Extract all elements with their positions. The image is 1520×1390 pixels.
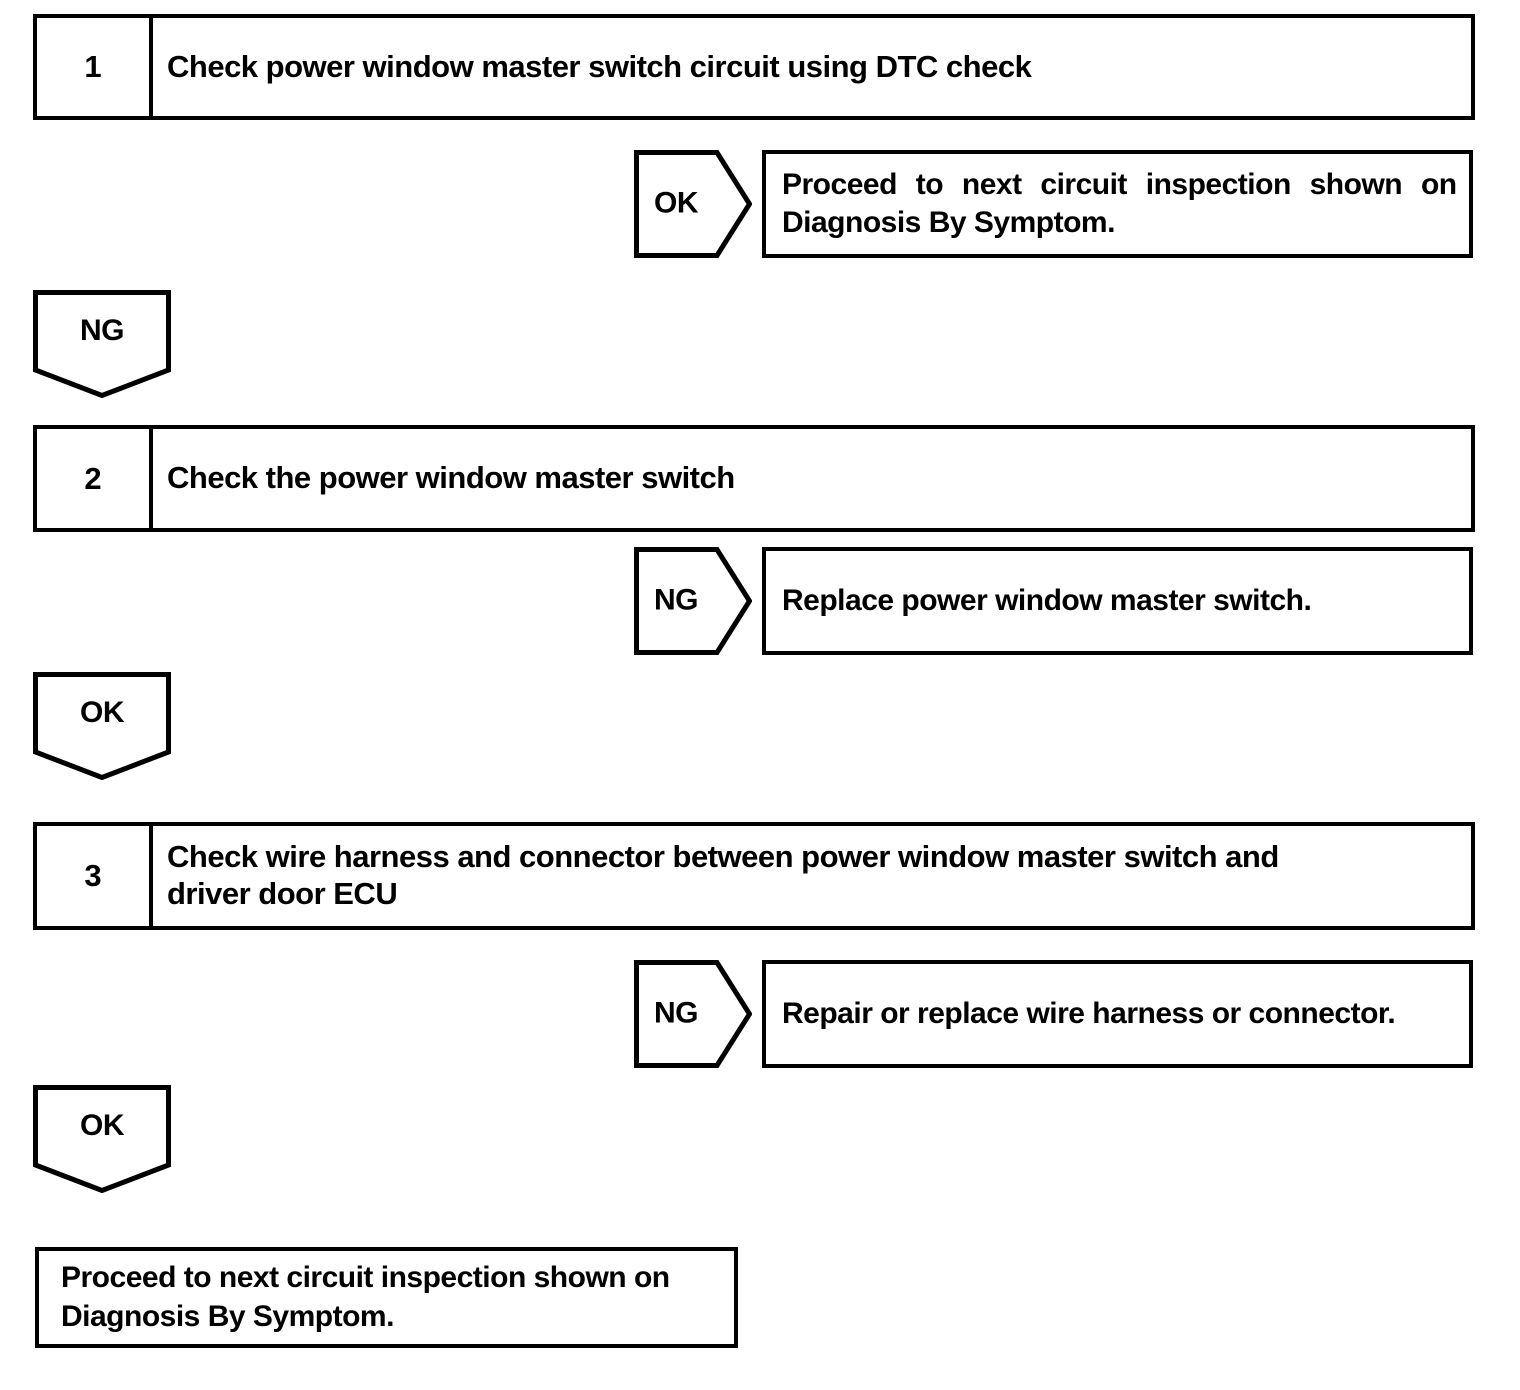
result-box-step-2-ng: Replace power window master switch.: [762, 547, 1473, 655]
right-arrow-pentagon-icon: [634, 150, 752, 258]
down-arrow-pentagon-icon: [33, 1085, 171, 1193]
step-2-title: Check the power window master switch: [153, 429, 1471, 528]
right-arrow-pentagon-icon: [634, 547, 752, 655]
result-line: Diagnosis By Symptom.: [782, 206, 1115, 239]
ok-connector-label: OK: [80, 696, 125, 729]
step-1-title: Check power window master switch circuit…: [153, 18, 1471, 116]
ok-connector-label: OK: [80, 1109, 125, 1142]
step-2-number: 2: [37, 429, 153, 528]
step-3-number: 3: [37, 826, 153, 926]
step-3-title-line: Check wire harness and connector between…: [167, 839, 1279, 875]
ng-tag-label: NG: [654, 996, 699, 1030]
ng-tag-step-3: NG: [634, 960, 752, 1068]
result-line: Repair or replace wire harness or connec…: [782, 996, 1396, 1030]
final-box-line: Proceed to next circuit inspection shown…: [61, 1261, 670, 1295]
ng-tag-step-2: NG: [634, 547, 752, 655]
result-box-step-3-ng: Repair or replace wire harness or connec…: [762, 960, 1473, 1068]
result-line: Replace power window master switch.: [782, 583, 1312, 617]
ng-connector-label: NG: [80, 314, 125, 347]
ok-connector-step-2: OK: [33, 672, 171, 780]
final-box-line: Diagnosis By Symptom.: [61, 1299, 394, 1333]
down-arrow-pentagon-icon: [33, 290, 171, 398]
step-2-title-line: Check the power window master switch: [167, 460, 735, 496]
ok-connector-step-3: OK: [33, 1085, 171, 1193]
result-line: Proceed to next circuit inspection shown…: [782, 167, 1457, 201]
step-3-title: Check wire harness and connector between…: [153, 826, 1471, 926]
step-1-title-line: Check power window master switch circuit…: [167, 48, 1032, 84]
ok-tag-label: OK: [654, 186, 699, 220]
step-2-box: 2 Check the power window master switch: [33, 425, 1475, 532]
step-1-number: 1: [37, 18, 153, 116]
ok-tag-step-1: OK: [634, 150, 752, 258]
down-arrow-pentagon-icon: [33, 672, 171, 780]
right-arrow-pentagon-icon: [634, 960, 752, 1068]
final-proceed-box: Proceed to next circuit inspection shown…: [35, 1247, 738, 1348]
result-box-step-1-ok: Proceed to next circuit inspection shown…: [762, 150, 1473, 258]
step-3-title-line: driver door ECU: [167, 876, 398, 911]
ng-connector-step-1: NG: [33, 290, 171, 398]
step-3-box: 3 Check wire harness and connector betwe…: [33, 822, 1475, 930]
ng-tag-label: NG: [654, 583, 699, 617]
step-1-box: 1 Check power window master switch circu…: [33, 14, 1475, 120]
